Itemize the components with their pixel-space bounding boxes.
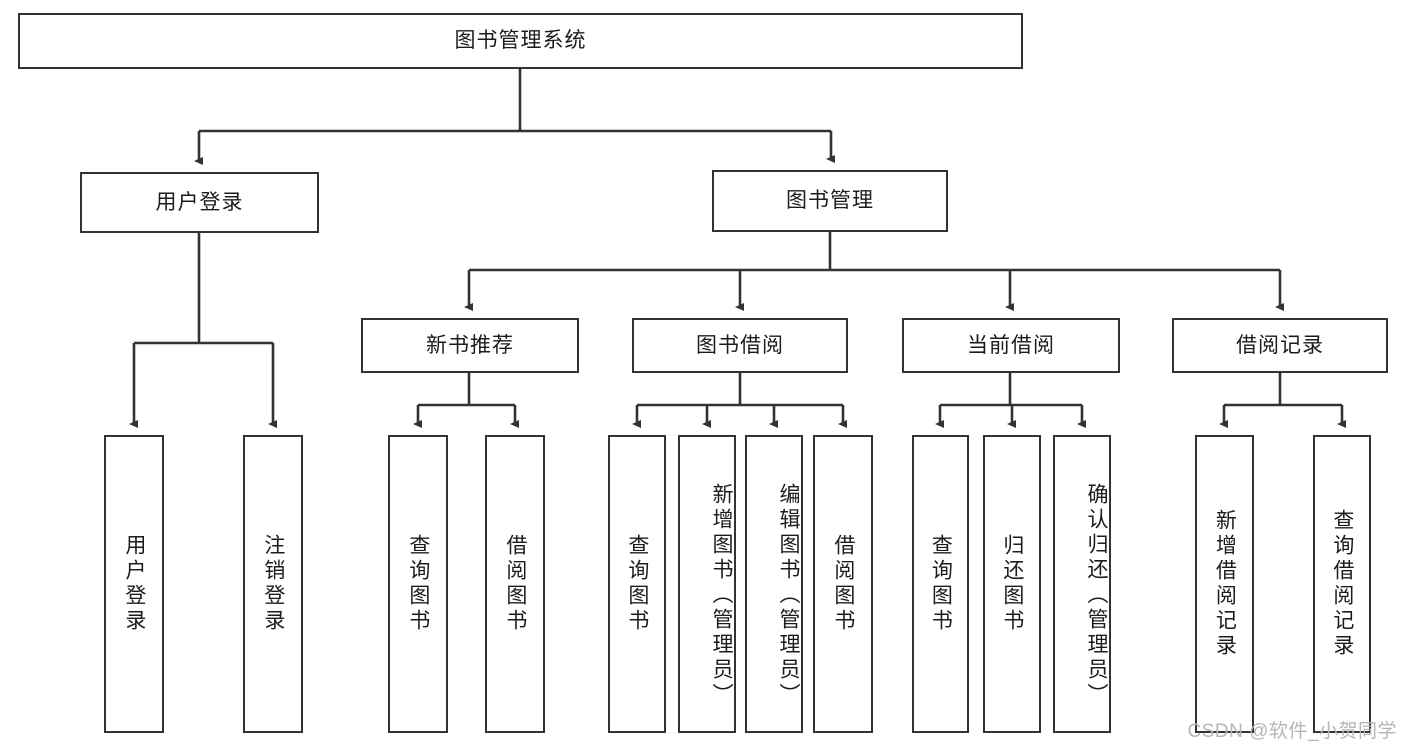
node-leaf-borrow-book-2-label: 借阅图书: [831, 534, 855, 634]
node-new-book-rec-label: 新书推荐: [426, 333, 514, 357]
node-leaf-borrow-book-2[interactable]: 借阅图书: [813, 435, 873, 733]
node-book-manage[interactable]: 图书管理: [712, 170, 948, 232]
node-leaf-return-book-label: 归还图书: [1000, 534, 1024, 634]
node-leaf-add-record[interactable]: 新增借阅记录: [1195, 435, 1254, 733]
node-leaf-query-record[interactable]: 查询借阅记录: [1313, 435, 1371, 733]
node-root[interactable]: 图书管理系统: [18, 13, 1023, 69]
node-borrow-record-label: 借阅记录: [1236, 333, 1324, 357]
node-leaf-query-book-1[interactable]: 查询图书: [388, 435, 448, 733]
node-leaf-query-book-3[interactable]: 查询图书: [912, 435, 969, 733]
node-leaf-query-book-2[interactable]: 查询图书: [608, 435, 666, 733]
node-leaf-edit-book-label: 编辑图书（管理员）: [777, 482, 800, 708]
node-current-borrow-label: 当前借阅: [967, 333, 1055, 357]
node-leaf-borrow-book-1-label: 借阅图书: [503, 534, 527, 634]
node-book-borrow-label: 图书借阅: [696, 333, 784, 357]
node-leaf-add-record-label: 新增借阅记录: [1213, 509, 1237, 659]
node-leaf-edit-book[interactable]: 编辑图书（管理员）: [745, 435, 803, 733]
csdn-watermark: CSDN @软件_小贺同学: [1187, 721, 1397, 742]
node-user-login[interactable]: 用户登录: [80, 172, 319, 233]
node-leaf-query-book-2-label: 查询图书: [625, 534, 649, 634]
node-current-borrow[interactable]: 当前借阅: [902, 318, 1120, 373]
node-root-label: 图书管理系统: [454, 29, 587, 53]
node-leaf-user-logout-label: 注销登录: [261, 534, 285, 634]
node-leaf-query-book-3-label: 查询图书: [929, 534, 953, 634]
node-leaf-query-record-label: 查询借阅记录: [1330, 509, 1354, 659]
node-leaf-return-book[interactable]: 归还图书: [983, 435, 1041, 733]
node-leaf-confirm-return-label: 确认归还（管理员）: [1085, 482, 1108, 708]
node-leaf-user-login-label: 用户登录: [122, 534, 146, 634]
node-user-login-label: 用户登录: [155, 190, 244, 214]
node-leaf-confirm-return[interactable]: 确认归还（管理员）: [1053, 435, 1111, 733]
node-leaf-user-login[interactable]: 用户登录: [104, 435, 164, 733]
node-leaf-add-book[interactable]: 新增图书（管理员）: [678, 435, 736, 733]
node-leaf-user-logout[interactable]: 注销登录: [243, 435, 303, 733]
node-new-book-rec[interactable]: 新书推荐: [361, 318, 579, 373]
node-leaf-add-book-label: 新增图书（管理员）: [710, 482, 733, 708]
node-book-manage-label: 图书管理: [786, 189, 874, 213]
node-book-borrow[interactable]: 图书借阅: [632, 318, 848, 373]
node-leaf-query-book-1-label: 查询图书: [406, 534, 430, 634]
node-borrow-record[interactable]: 借阅记录: [1172, 318, 1388, 373]
node-leaf-borrow-book-1[interactable]: 借阅图书: [485, 435, 545, 733]
